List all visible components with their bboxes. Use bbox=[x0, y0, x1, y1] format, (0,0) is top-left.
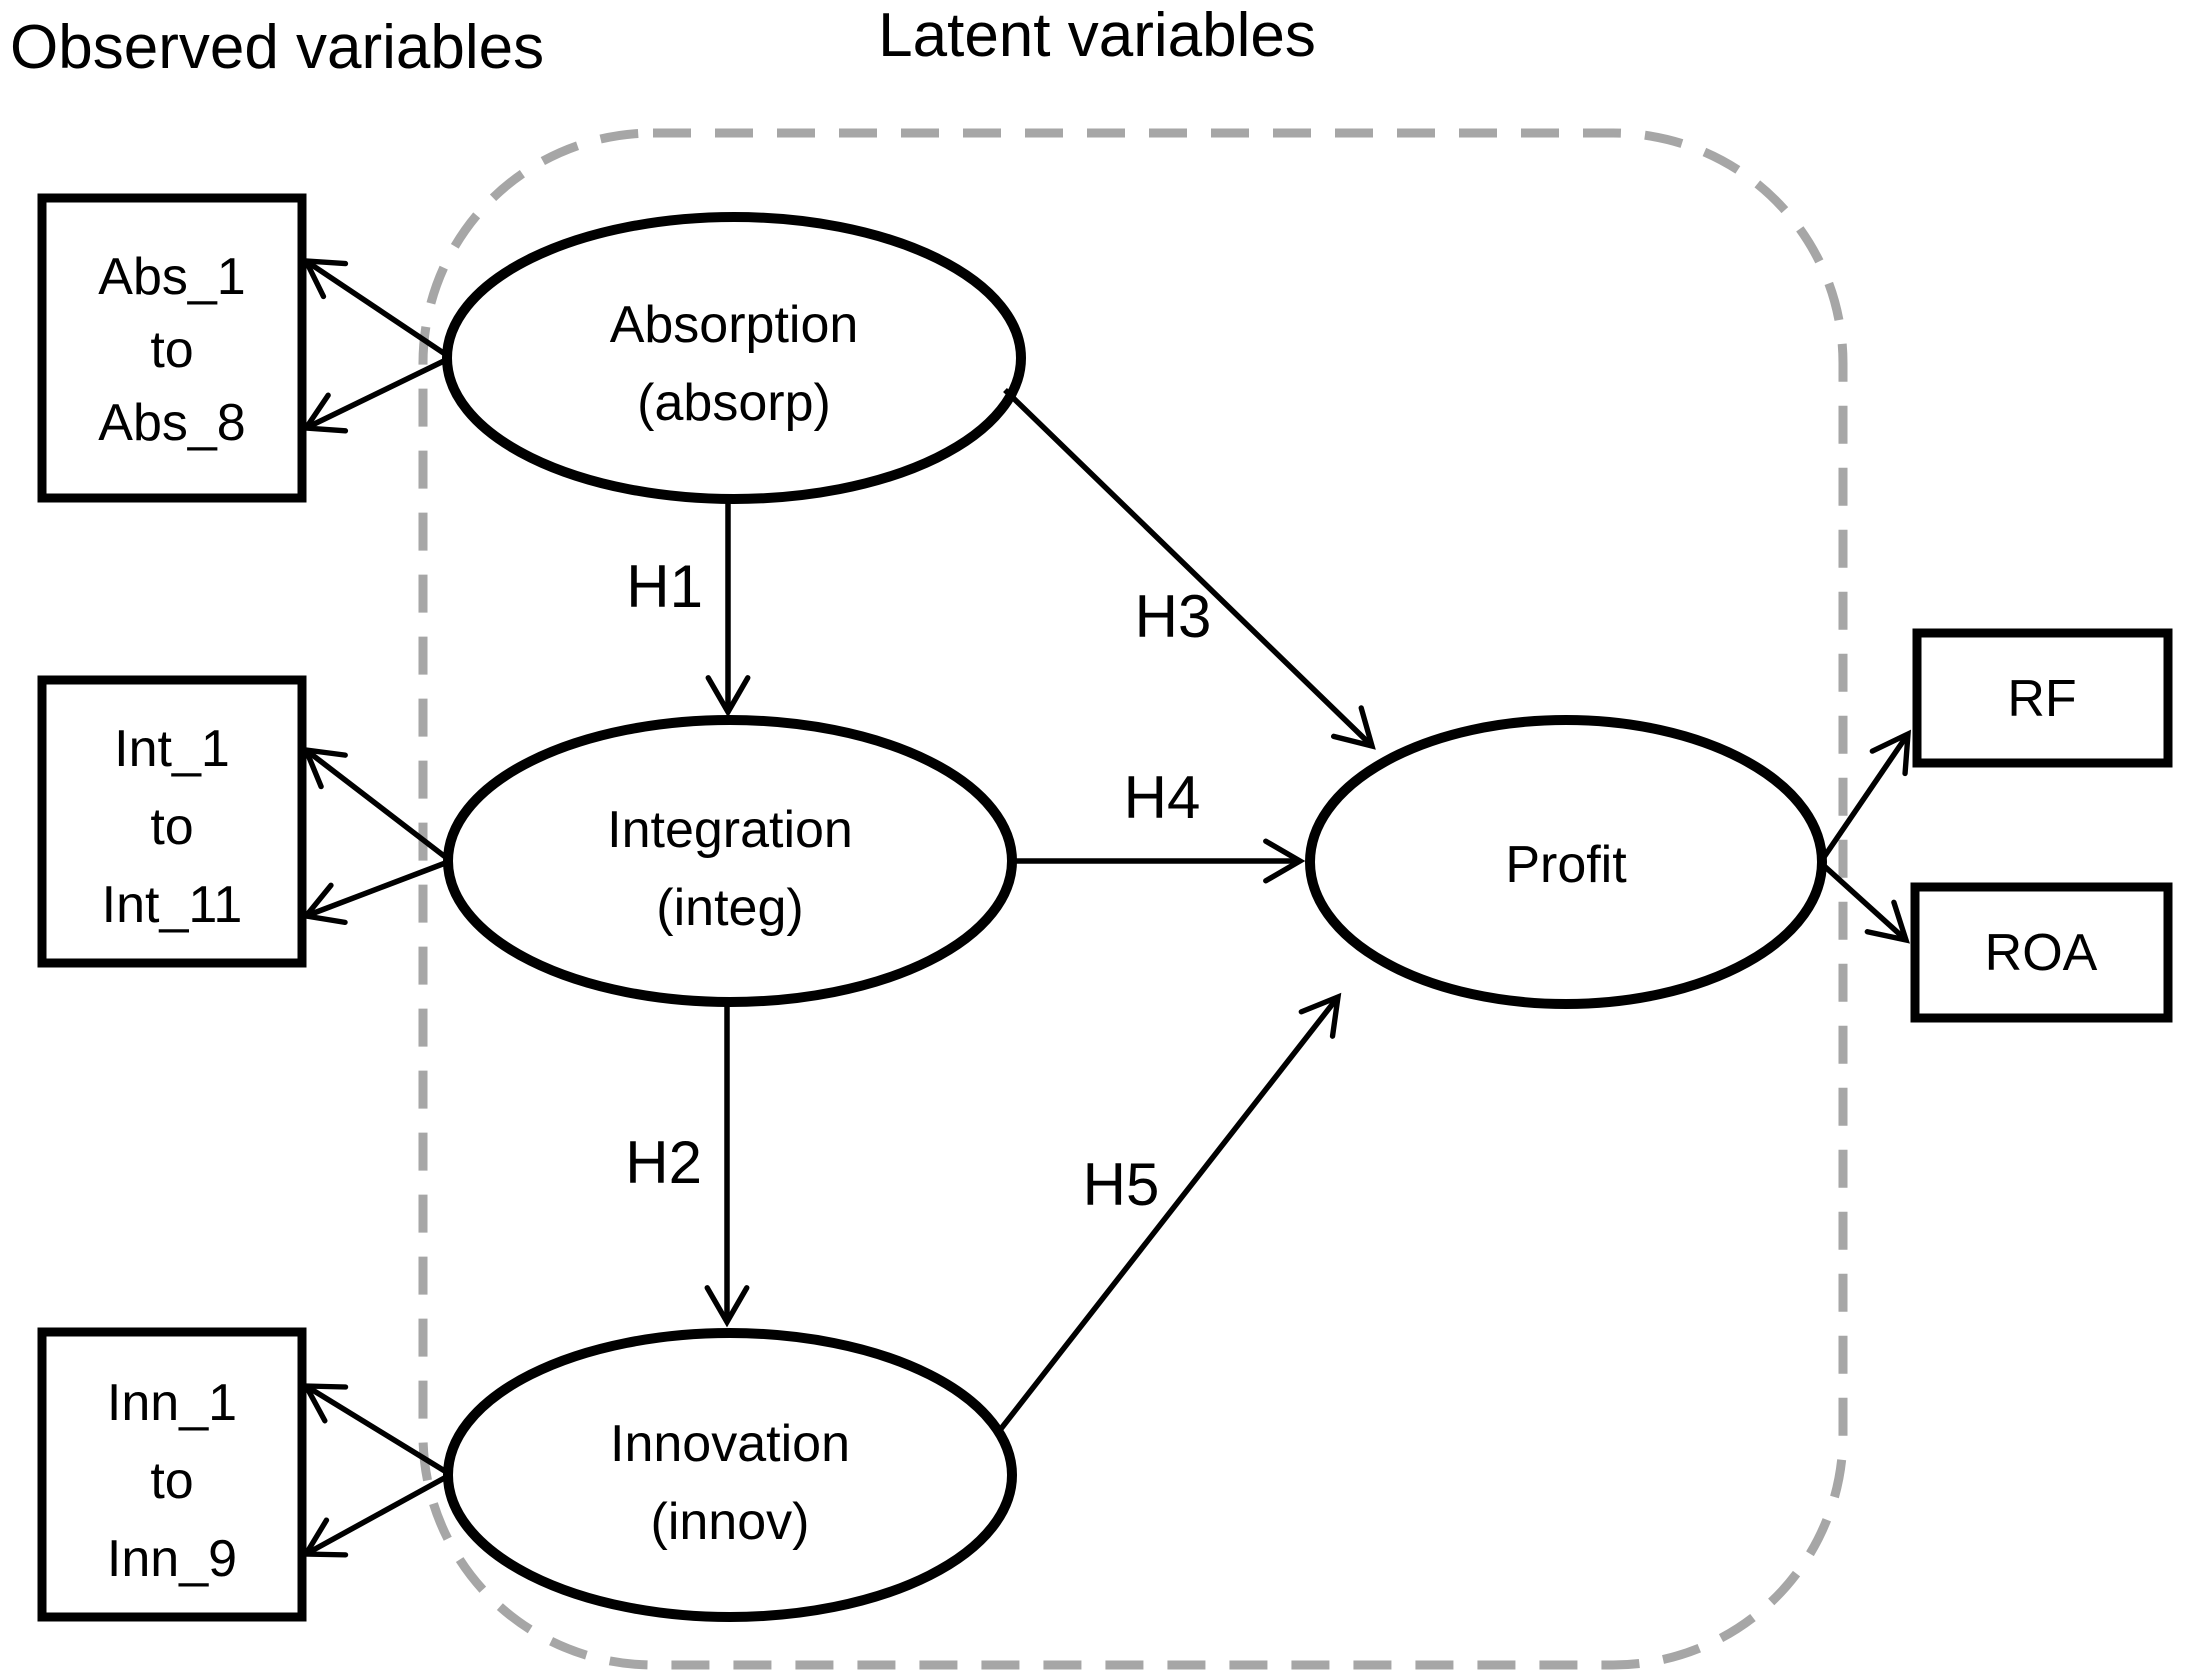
latent-variables-title: Latent variables bbox=[878, 1, 1316, 70]
abs-indicator-box bbox=[37, 193, 307, 503]
arrow-profit-to-rf bbox=[1819, 729, 1912, 862]
innovation-ellipse bbox=[443, 1328, 1017, 1622]
abs-box-line-2: to bbox=[150, 321, 193, 379]
h5-label: H5 bbox=[1083, 1151, 1160, 1218]
innovation-label-line-2: (innov) bbox=[651, 1493, 810, 1551]
inn-box-line-2: to bbox=[150, 1452, 193, 1510]
inn-box-line-3: Inn_9 bbox=[107, 1530, 237, 1588]
arrow-integration-to-int-lower bbox=[300, 859, 449, 926]
arrow-h5-innovation-to-profit bbox=[997, 992, 1342, 1432]
arrow-absorption-to-abs-upper bbox=[301, 258, 450, 359]
integration-label-line-2: (integ) bbox=[656, 879, 803, 937]
int-box-line-3: Int_11 bbox=[102, 876, 243, 934]
int-box-line-1: Int_1 bbox=[114, 720, 230, 778]
inn-indicator-box bbox=[37, 1327, 307, 1622]
absorption-label-line-1: Absorption bbox=[610, 296, 859, 354]
absorption-ellipse bbox=[442, 212, 1026, 504]
arrow-innovation-to-inn-lower bbox=[301, 1473, 450, 1558]
inn-box-line-1: Inn_1 bbox=[107, 1374, 237, 1432]
roa-label: ROA bbox=[1985, 924, 2098, 982]
latent-variables-boundary bbox=[418, 128, 1848, 1670]
profit-ellipse bbox=[1305, 715, 1827, 1009]
innovation-label-line-1: Innovation bbox=[610, 1415, 850, 1473]
observed-variables-title: Observed variables bbox=[10, 13, 544, 82]
abs-box-line-3: Abs_8 bbox=[98, 394, 245, 452]
profit-label: Profit bbox=[1505, 836, 1627, 894]
arrow-h3-absorption-to-profit bbox=[1003, 388, 1376, 750]
arrow-integration-to-int-upper bbox=[301, 746, 450, 862]
absorption-label-line-2: (absorp) bbox=[637, 374, 831, 432]
integration-label-line-1: Integration bbox=[607, 801, 853, 859]
rf-label: RF bbox=[2007, 670, 2076, 728]
abs-box-line-1: Abs_1 bbox=[98, 248, 245, 306]
h2-label: H2 bbox=[625, 1129, 702, 1196]
h3-label: H3 bbox=[1135, 583, 1212, 650]
h4-label: H4 bbox=[1124, 764, 1201, 831]
roa-box bbox=[1910, 882, 2173, 1023]
arrow-innovation-to-inn-upper bbox=[301, 1383, 450, 1476]
rf-box bbox=[1912, 628, 2173, 768]
arrow-absorption-to-abs-lower bbox=[301, 356, 450, 434]
integration-ellipse bbox=[443, 715, 1017, 1007]
h1-label: H1 bbox=[626, 553, 703, 620]
int-indicator-box bbox=[37, 675, 307, 968]
int-box-line-2: to bbox=[150, 798, 193, 856]
arrow-profit-to-roa bbox=[1820, 861, 1910, 944]
